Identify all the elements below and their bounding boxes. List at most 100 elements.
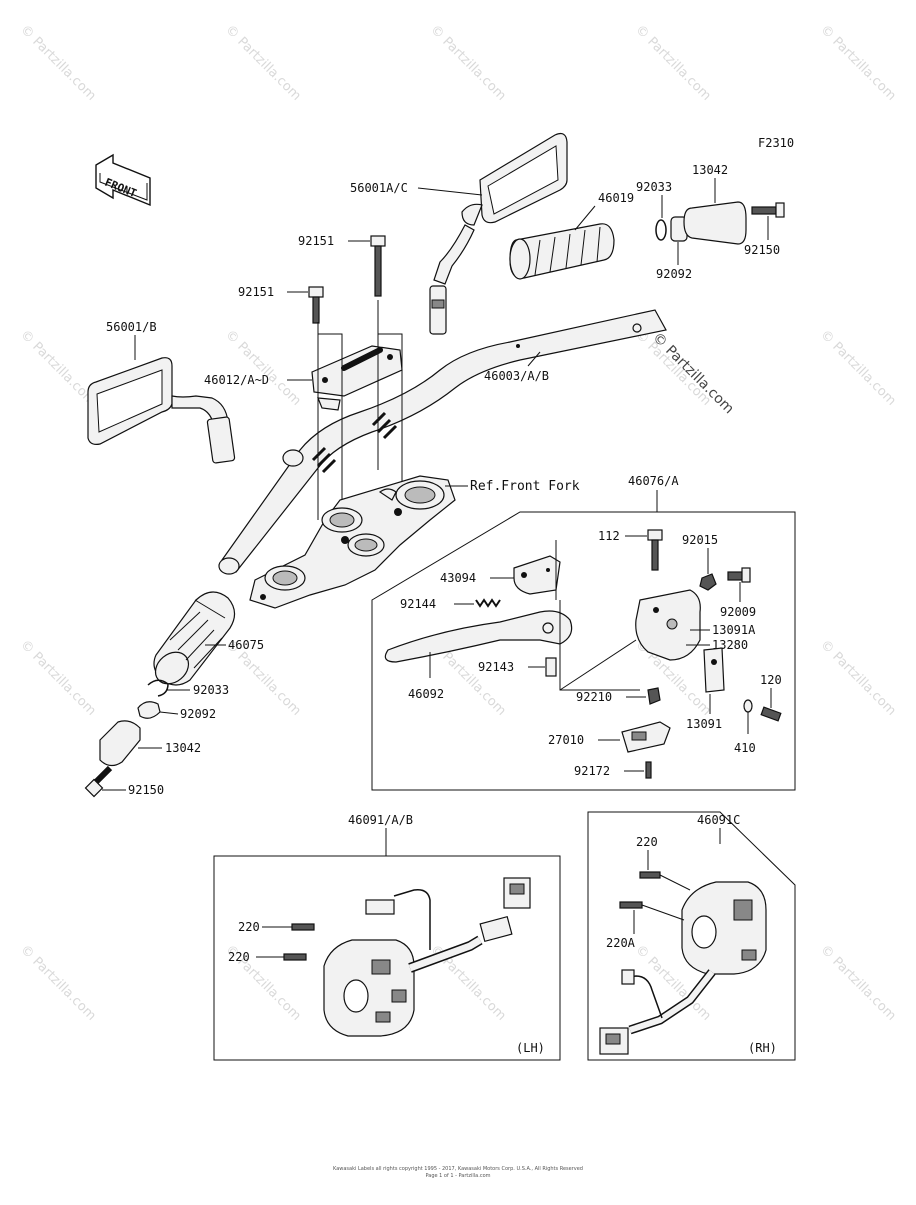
washer-410 xyxy=(743,699,753,713)
callout-bolt-112: 112 xyxy=(598,529,620,543)
callout-handlebar: 46003/A/B xyxy=(484,369,549,383)
callout-plate-13091: 13091 xyxy=(686,717,722,731)
watermark-text: © Partzilla.com xyxy=(17,327,99,409)
pivot-92143 xyxy=(545,657,557,677)
callout-washer-410: 410 xyxy=(734,741,756,755)
watermark-text: © Partzilla.com xyxy=(17,637,99,719)
screw-220-lh-2 xyxy=(283,953,307,961)
watermark-text: © Partzilla.com xyxy=(817,327,899,409)
callout-weight-right: 13042 xyxy=(692,163,728,177)
callout-screw-92009: 92009 xyxy=(720,605,756,619)
callout-collar-right: 92092 xyxy=(656,267,692,281)
callout-mirror-right: 56001A/C xyxy=(350,181,408,195)
screw-220A-rh xyxy=(619,901,643,909)
callout-lever-46092: 46092 xyxy=(408,687,444,701)
bolt-left xyxy=(84,765,113,798)
callout-grip-left: 46075 xyxy=(228,638,264,652)
callout-bracket-43094: 43094 xyxy=(440,571,476,585)
side-label-rh: (RH) xyxy=(748,1041,777,1055)
callout-collar-left: 92092 xyxy=(180,707,216,721)
watermark-text: © Partzilla.com xyxy=(222,327,304,409)
grip-left xyxy=(153,591,236,686)
bolt-top-2 xyxy=(308,286,324,324)
watermark-text: © Partzilla.com xyxy=(17,22,99,104)
callout-switch-lh: 46091/A/B xyxy=(348,813,413,827)
lever-assembly-box xyxy=(371,511,796,791)
lh-wiring xyxy=(365,877,531,973)
bolt-right xyxy=(751,202,785,218)
footer-line-2: Page 1 of 1 - Partzilla.com xyxy=(425,1173,490,1179)
ring-right xyxy=(655,219,667,241)
bracket-43094 xyxy=(513,555,561,595)
callout-ring-right: 92033 xyxy=(636,180,672,194)
callout-lever-assy: 46076/A xyxy=(628,474,679,488)
callout-cap-120: 120 xyxy=(760,673,782,687)
watermark-text: © Partzilla.com xyxy=(427,22,509,104)
lever-46092 xyxy=(384,610,573,663)
watermark-text: © Partzilla.com xyxy=(817,22,899,104)
handlebar xyxy=(218,309,667,575)
watermark-text: © Partzilla.com xyxy=(817,942,899,1024)
rh-switch-box xyxy=(587,811,796,1061)
watermark-text: © Partzilla.com xyxy=(632,22,714,104)
callout-screw-220-lh-2: 220 xyxy=(228,950,250,964)
watermark-text-dark: © Partzilla.com xyxy=(649,330,737,418)
footer-line-1: Kawasaki Labels all rights copyright 199… xyxy=(333,1166,583,1172)
callout-grip-right: 46019 xyxy=(598,191,634,205)
weight-right xyxy=(683,201,747,245)
callout-mirror-left: 56001/B xyxy=(106,320,157,334)
callout-nut-92015: 92015 xyxy=(682,533,718,547)
callout-screw-220-rh: 220 xyxy=(636,835,658,849)
watermarks: © Partzilla.com © Partzilla.com © Partzi… xyxy=(17,22,899,1024)
rh-switch-housing xyxy=(681,881,767,975)
plate-13091 xyxy=(703,647,725,693)
watermark-text: © Partzilla.com xyxy=(17,942,99,1024)
watermark-text: © Partzilla.com xyxy=(817,637,899,719)
ref-front-fork: Ref.Front Fork xyxy=(470,479,580,494)
callout-screw-220-lh-1: 220 xyxy=(238,920,260,934)
watermark-text: © Partzilla.com xyxy=(222,22,304,104)
weight-left xyxy=(99,720,141,767)
callout-holder-13091A: 13091A xyxy=(712,623,756,637)
callout-switch-27010: 27010 xyxy=(548,733,584,747)
watermark-text: © Partzilla.com xyxy=(632,327,714,409)
handlebar-holder xyxy=(311,345,403,411)
nut-92210 xyxy=(647,687,661,705)
cap-120 xyxy=(760,706,782,722)
collar-left xyxy=(137,701,161,719)
callout-weight-left: 13042 xyxy=(165,741,201,755)
callout-bolt-top-2: 92151 xyxy=(238,285,274,299)
bolt-112 xyxy=(647,529,663,571)
screw-220-rh xyxy=(639,871,661,879)
lh-switch-housing xyxy=(323,939,415,1037)
callout-bolt-top-1: 92151 xyxy=(298,234,334,248)
ring-left xyxy=(147,679,169,697)
triple-clamp xyxy=(249,475,456,609)
screw-92009 xyxy=(727,567,751,583)
rh-wiring xyxy=(599,969,716,1055)
front-arrow-icon: FRONT xyxy=(95,153,151,207)
callout-screw-92172: 92172 xyxy=(574,764,610,778)
mirror-right xyxy=(429,132,568,335)
grip-right xyxy=(509,223,615,280)
callout-switch-rh: 46091C xyxy=(697,813,740,827)
bolt-top-1 xyxy=(370,235,386,297)
mirror-left xyxy=(87,357,236,464)
callout-bolt-right: 92150 xyxy=(744,243,780,257)
callout-pivot: 92143 xyxy=(478,660,514,674)
figure-code: F2310 xyxy=(758,136,794,150)
screw-92172 xyxy=(645,761,652,779)
nut-92015 xyxy=(699,573,717,591)
side-label-lh: (LH) xyxy=(516,1041,545,1055)
callout-bolt-left: 92150 xyxy=(128,783,164,797)
callout-nut-92210: 92210 xyxy=(576,690,612,704)
screw-220-lh-1 xyxy=(291,923,315,931)
switch-27010 xyxy=(621,721,671,753)
callout-screw-220A-rh: 220A xyxy=(606,936,636,950)
callout-ring-left: 92033 xyxy=(193,683,229,697)
holder-13091A xyxy=(635,589,701,661)
lh-switch-box xyxy=(213,855,561,1061)
callout-holder: 46012/A~D xyxy=(204,373,269,387)
